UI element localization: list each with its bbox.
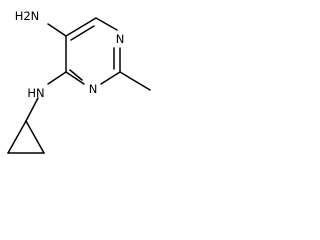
bond-c4-nh (47, 71, 67, 85)
structure-drawing: H2N N N HN (7, 9, 151, 154)
ring-nitrogen-top-label: N (116, 32, 125, 46)
bond-c5-c6 (65, 17, 97, 37)
bond-n3-c4 (65, 71, 85, 85)
double-bond-c5-c6 (70, 25, 95, 41)
molecule-diagram: H2N N N HN (0, 0, 166, 166)
bond-c5-amino (47, 23, 67, 37)
cyclopropyl-bond-1 (7, 120, 27, 154)
cyclopropyl-bond-3 (25, 120, 45, 154)
double-bond-n3-c4 (69, 69, 83, 81)
ring-nitrogen-bottom-label: N (89, 82, 98, 96)
bond-c2-methyl (119, 71, 151, 91)
bond-c6-n1 (95, 17, 118, 31)
bond-nh-cyclopropyl (25, 97, 39, 122)
amino-group-label: H2N (15, 9, 40, 23)
linker-nitrogen-label: HN (27, 86, 44, 100)
bond-c2-n3 (100, 71, 121, 85)
